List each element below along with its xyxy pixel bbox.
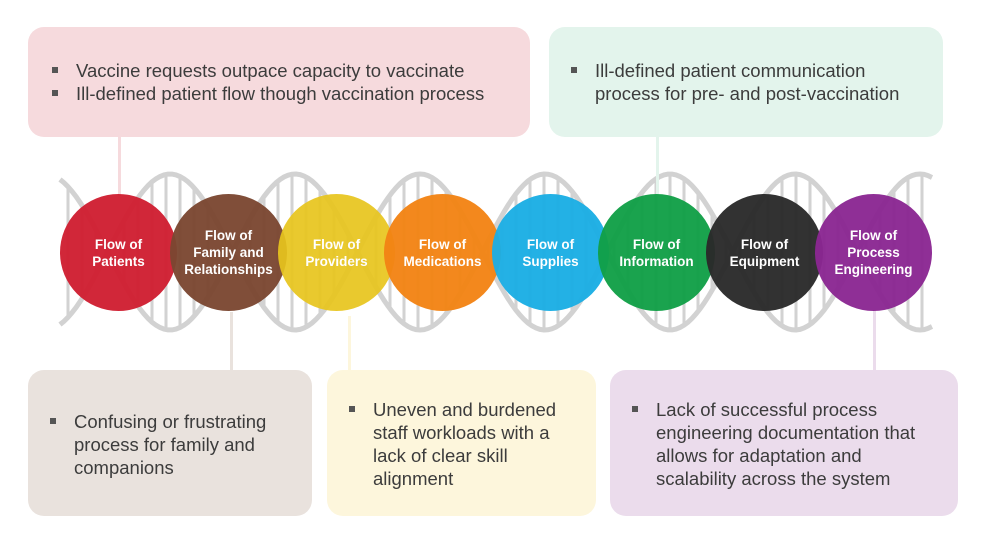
connector-process bbox=[873, 310, 876, 372]
challenge-bullet: Lack of successful process engineering d… bbox=[632, 398, 948, 490]
connector-information bbox=[656, 136, 659, 196]
challenge-bullet: Uneven and burdened staff workloads with… bbox=[349, 398, 586, 490]
flow-circle-process: Flow of Process Engineering bbox=[815, 194, 932, 311]
flow-circle-medications: Flow of Medications bbox=[384, 194, 501, 311]
flow-label-information: Flow of Information bbox=[619, 236, 694, 269]
flow-circle-supplies: Flow of Supplies bbox=[492, 194, 609, 311]
challenge-bullet: Ill-defined patient flow though vaccinat… bbox=[52, 82, 514, 105]
challenge-box-information: Ill-defined patient communication proces… bbox=[549, 27, 943, 137]
challenge-box-patients: Vaccine requests outpace capacity to vac… bbox=[28, 27, 530, 137]
challenge-list: Lack of successful process engineering d… bbox=[632, 398, 948, 490]
connector-patients bbox=[118, 136, 121, 196]
flow-label-supplies: Flow of Supplies bbox=[522, 236, 579, 269]
flow-label-medications: Flow of Medications bbox=[403, 236, 482, 269]
flow-circle-family: Flow of Family and Relationships bbox=[170, 194, 287, 311]
challenge-list: Ill-defined patient communication proces… bbox=[571, 59, 927, 105]
challenge-list: Uneven and burdened staff workloads with… bbox=[349, 398, 586, 490]
flow-label-family: Flow of Family and Relationships bbox=[184, 228, 273, 277]
flow-label-process: Flow of Process Engineering bbox=[834, 228, 913, 277]
flow-circle-providers: Flow of Providers bbox=[278, 194, 395, 311]
challenge-box-providers: Uneven and burdened staff workloads with… bbox=[327, 370, 596, 516]
connector-providers bbox=[348, 316, 351, 372]
connector-family bbox=[230, 312, 233, 372]
challenge-box-process: Lack of successful process engineering d… bbox=[610, 370, 958, 516]
challenge-list: Confusing or frustrating process for fam… bbox=[50, 410, 300, 479]
flow-label-equipment: Flow of Equipment bbox=[729, 236, 800, 269]
challenge-bullet: Ill-defined patient communication proces… bbox=[571, 59, 927, 105]
flow-circle-equipment: Flow of Equipment bbox=[706, 194, 823, 311]
challenge-list: Vaccine requests outpace capacity to vac… bbox=[52, 59, 514, 105]
flow-label-providers: Flow of Providers bbox=[305, 236, 368, 269]
flow-circle-patients: Flow of Patients bbox=[60, 194, 177, 311]
flow-circle-information: Flow of Information bbox=[598, 194, 715, 311]
challenge-box-family: Confusing or frustrating process for fam… bbox=[28, 370, 312, 516]
challenge-bullet: Vaccine requests outpace capacity to vac… bbox=[52, 59, 514, 82]
challenge-bullet: Confusing or frustrating process for fam… bbox=[50, 410, 300, 479]
flow-label-patients: Flow of Patients bbox=[92, 236, 145, 269]
